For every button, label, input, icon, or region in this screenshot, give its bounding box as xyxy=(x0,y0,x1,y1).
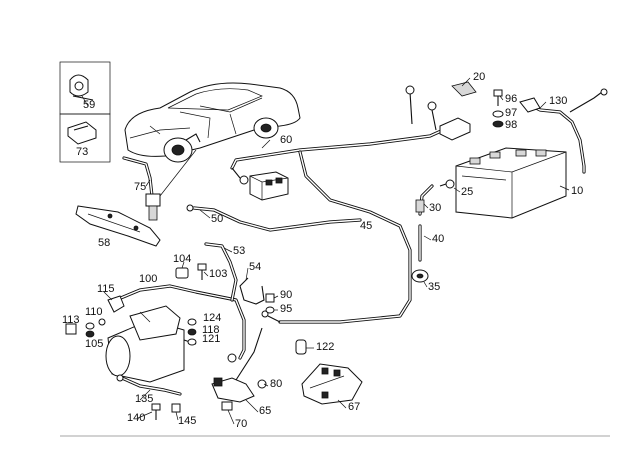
callout-53: 53 xyxy=(233,245,245,257)
part-124-118-121-fasteners xyxy=(187,318,197,346)
part-20-bracket xyxy=(451,81,477,97)
part-75-sensor xyxy=(122,149,197,221)
part-30-cable-end xyxy=(415,184,434,216)
callout-90: 90 xyxy=(280,289,292,301)
part-113-nut xyxy=(65,323,77,335)
part-53-cable xyxy=(204,242,238,302)
callout-135: 135 xyxy=(135,393,153,405)
callout-54: 54 xyxy=(249,261,261,273)
part-25-terminal xyxy=(439,179,455,189)
part-140-bolt xyxy=(151,403,161,420)
callout-30: 30 xyxy=(429,202,441,214)
callout-96: 96 xyxy=(505,93,517,105)
part-45-main-cable xyxy=(261,150,412,324)
callout-35: 35 xyxy=(428,281,440,293)
callout-75: 75 xyxy=(134,181,146,193)
callout-124: 124 xyxy=(203,312,221,324)
part-70-plug xyxy=(221,401,233,411)
callout-104: 104 xyxy=(173,253,191,265)
callout-122: 122 xyxy=(316,341,334,353)
part-130-battery-cable xyxy=(519,88,608,174)
car-illustration xyxy=(124,82,301,163)
callout-121: 121 xyxy=(202,333,220,345)
part-96-bolt xyxy=(493,89,503,106)
callout-103: 103 xyxy=(209,268,227,280)
callout-110: 110 xyxy=(85,306,103,318)
part-50-ground-cable xyxy=(186,204,362,232)
callout-113: 113 xyxy=(62,314,80,326)
callout-50: 50 xyxy=(211,213,223,225)
part-80-nut xyxy=(257,379,267,389)
callout-65: 65 xyxy=(259,405,271,417)
callout-130: 130 xyxy=(549,95,567,107)
callout-59: 59 xyxy=(83,99,95,111)
part-60-battery-cable xyxy=(230,85,471,185)
callout-73: 73 xyxy=(76,146,88,158)
callout-80: 80 xyxy=(270,378,282,390)
leader-lines xyxy=(81,77,570,425)
callout-95: 95 xyxy=(280,303,292,315)
part-122-grommet xyxy=(295,339,307,355)
inset-box-73 xyxy=(59,113,111,163)
part-starter-motor xyxy=(105,305,197,383)
callout-140: 140 xyxy=(127,412,145,424)
callout-10: 10 xyxy=(571,185,583,197)
callout-67: 67 xyxy=(348,401,360,413)
callout-115: 115 xyxy=(97,283,115,295)
callout-58: 58 xyxy=(98,237,110,249)
part-104-cap xyxy=(175,267,189,279)
callout-145: 145 xyxy=(178,415,196,427)
callout-70: 70 xyxy=(235,418,247,430)
callout-98: 98 xyxy=(505,119,517,131)
callout-105: 105 xyxy=(85,338,103,350)
part-145-nut xyxy=(171,403,181,413)
part-fuse-box xyxy=(249,171,289,201)
part-110-105-washers xyxy=(85,318,106,338)
part-100-starter-cable xyxy=(114,284,246,363)
part-67-fuse-holder xyxy=(301,363,363,405)
callout-118: 118 xyxy=(202,324,220,336)
part-35-grommet xyxy=(411,269,429,283)
callout-40: 40 xyxy=(432,233,444,245)
part-58-bracket xyxy=(75,205,161,247)
callout-20: 20 xyxy=(473,71,485,83)
callout-100: 100 xyxy=(139,273,157,285)
part-103-bolt xyxy=(197,263,207,280)
part-65-relay-holder xyxy=(211,327,263,403)
part-54-cable-loop xyxy=(239,277,265,305)
callout-45: 45 xyxy=(360,220,372,232)
part-97-98-washers xyxy=(492,110,504,128)
part-10-battery xyxy=(455,147,567,219)
callout-97: 97 xyxy=(505,107,517,119)
callout-25: 25 xyxy=(461,186,473,198)
part-135-ground-strap xyxy=(116,374,182,396)
callout-60: 60 xyxy=(280,134,292,146)
part-90-95-nuts xyxy=(265,293,275,314)
